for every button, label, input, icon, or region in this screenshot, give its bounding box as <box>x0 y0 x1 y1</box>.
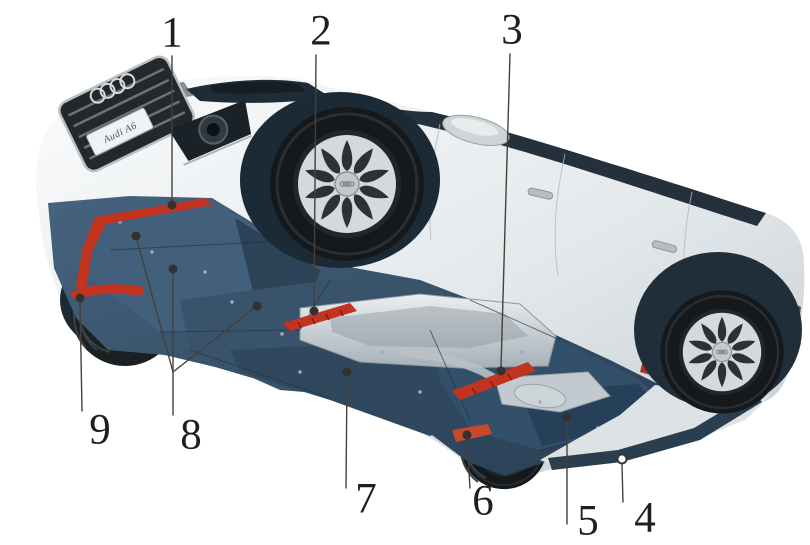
rear-right-wheel <box>634 252 802 414</box>
leader-line-6 <box>466 439 471 489</box>
front-right-wheel <box>240 92 440 268</box>
red-strip-front <box>82 198 213 252</box>
callout-3: 3 <box>496 7 523 376</box>
leader-dot-8 <box>131 231 141 241</box>
leader-line-3 <box>500 53 511 368</box>
callout-8: 8 <box>131 231 262 459</box>
front-grille: Audi A6 <box>58 55 196 173</box>
callout-label-6: 6 <box>472 478 494 525</box>
red-strip-ribs <box>297 309 513 395</box>
callout-6: 6 <box>462 430 494 525</box>
leader-dot-2 <box>309 306 319 316</box>
red-seal-strips <box>70 198 672 442</box>
leader-dot-6 <box>462 430 472 440</box>
callout-label-5: 5 <box>577 498 599 545</box>
audi-rings-icon <box>89 73 136 104</box>
door-seam <box>554 153 566 277</box>
callout-label-2: 2 <box>310 8 332 55</box>
fog-lamp <box>168 99 253 166</box>
leader-dot-4 <box>616 453 628 465</box>
leader-line-9 <box>79 300 83 412</box>
exhaust-tunnel-shield <box>299 293 557 369</box>
leader-dot-3 <box>496 366 506 376</box>
callout-label-1: 1 <box>161 10 183 57</box>
callout-label-8: 8 <box>180 412 202 459</box>
red-strip-front-arch <box>70 284 144 300</box>
callout-label-9: 9 <box>89 407 111 454</box>
callout-layer: 1 2 3 45 6 7 8 9 <box>75 7 656 545</box>
callout-5: 5 <box>562 412 599 545</box>
callout-7: 7 <box>342 367 377 523</box>
leader-dot-5 <box>562 412 572 422</box>
leader-line-2 <box>313 54 317 308</box>
callout-1: 1 <box>161 10 183 210</box>
leader-dot-8 <box>252 301 262 311</box>
red-strip-left-edge <box>76 250 92 290</box>
red-strip-tunnel <box>283 303 357 331</box>
red-strip-rear-wheel <box>452 424 492 442</box>
muffler <box>513 383 567 409</box>
side-mirror <box>442 114 510 146</box>
leader-line-4 <box>621 464 624 503</box>
leader-dot-7 <box>342 367 352 377</box>
door-handle <box>527 187 554 200</box>
leader-dot-8 <box>168 264 178 274</box>
leader-line-8 <box>172 305 258 373</box>
callout-2: 2 <box>309 8 332 316</box>
sunroof-glass <box>210 81 305 94</box>
callout-9: 9 <box>75 293 111 454</box>
leader-line-8 <box>135 235 174 373</box>
door-handle <box>651 240 678 253</box>
tunnel-recess <box>330 306 528 348</box>
car-illustration: Audi A6 <box>35 55 805 489</box>
callout-label-7: 7 <box>355 476 377 523</box>
leader-line-7 <box>345 375 348 489</box>
callout-label-3: 3 <box>501 7 523 54</box>
callout-4: 4 <box>616 453 656 542</box>
rear-diffuser-band <box>548 392 762 470</box>
leader-dot-9 <box>75 293 85 303</box>
callout-label-4: 4 <box>634 495 656 542</box>
leader-dot-1 <box>167 200 177 210</box>
panel-bolts <box>118 220 600 430</box>
